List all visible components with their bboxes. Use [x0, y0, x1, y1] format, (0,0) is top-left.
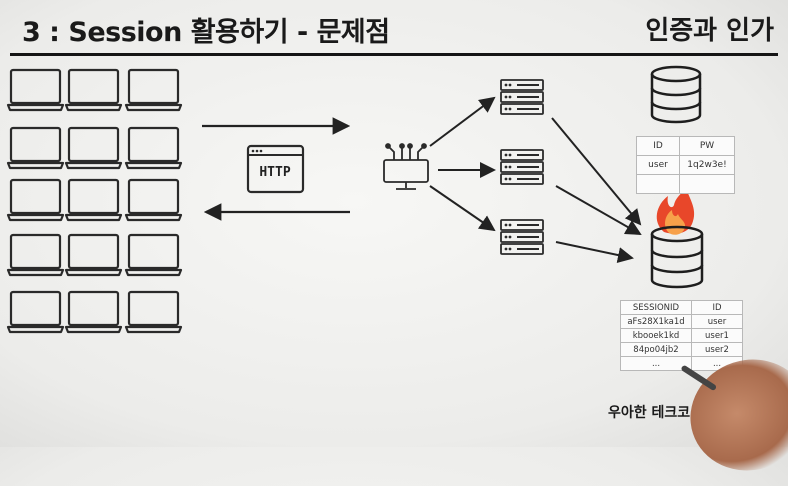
- table-row: [636, 174, 735, 194]
- user-table: ID PW user 1q2w3e!: [636, 136, 735, 194]
- column-header: ID: [691, 300, 743, 315]
- laptop-icon: [64, 68, 123, 112]
- table-cell: ...: [620, 356, 692, 371]
- table-cell: 1q2w3e!: [679, 155, 735, 175]
- session-architecture-diagram: HTTP: [6, 65, 704, 334]
- table-cell: user: [636, 155, 680, 175]
- client-laptops: [6, 68, 183, 334]
- laptop-icon: [6, 290, 65, 334]
- slide-title: 3 : Session 활용하기 - 문제점: [22, 17, 390, 48]
- session-store-icon: [650, 225, 704, 289]
- laptop-icon: [64, 126, 123, 170]
- laptop-icon: [124, 126, 183, 170]
- table-cell: user1: [691, 328, 743, 343]
- column-header: SESSIONID: [620, 300, 692, 315]
- laptop-icon: [124, 290, 183, 334]
- laptop-icon: [6, 178, 65, 222]
- server-icon: [500, 79, 544, 115]
- store-arrow: [551, 117, 642, 226]
- laptop-icon: [124, 178, 183, 222]
- laptop-icon: [64, 290, 123, 334]
- laptop-icon: [124, 68, 183, 112]
- table-row: aFs28X1ka1d user: [620, 314, 743, 329]
- table-cell: kbooek1kd: [620, 328, 692, 343]
- table-row: kbooek1kd user1: [620, 328, 743, 343]
- database-icon: [650, 65, 702, 124]
- laptop-icon: [64, 178, 123, 222]
- load-balancer-icon: [383, 143, 429, 190]
- section-title: 인증과 인가: [645, 16, 774, 46]
- table-cell: user: [691, 314, 743, 329]
- flame-icon: [656, 188, 695, 235]
- table-cell: [636, 174, 680, 194]
- store-arrow: [555, 241, 634, 263]
- table-cell: aFs28X1ka1d: [620, 314, 692, 329]
- table-row: user 1q2w3e!: [636, 155, 735, 175]
- title-divider: [10, 53, 778, 56]
- laptop-icon: [124, 233, 183, 277]
- column-header: ID: [636, 136, 680, 156]
- route-arrow: [429, 185, 496, 232]
- table-cell: [679, 174, 735, 194]
- table-header-row: ID PW: [636, 136, 735, 156]
- table-row: 84po04jb2 user2: [620, 342, 743, 357]
- http-browser-icon: [246, 144, 305, 194]
- table-header-row: SESSIONID ID: [620, 300, 743, 315]
- server-icon: [500, 149, 544, 185]
- column-header: PW: [679, 136, 735, 156]
- laptop-icon: [64, 233, 123, 277]
- laptop-icon: [6, 68, 65, 112]
- http-label: HTTP: [259, 165, 290, 180]
- table-cell: 84po04jb2: [620, 342, 692, 357]
- server-icon: [500, 219, 544, 255]
- table-cell: user2: [691, 342, 743, 357]
- route-arrow: [429, 96, 496, 147]
- laptop-icon: [6, 233, 65, 277]
- store-arrow: [555, 185, 642, 235]
- laptop-icon: [6, 126, 65, 170]
- session-table: SESSIONID ID aFs28X1ka1d user kbooek1kd …: [620, 300, 743, 371]
